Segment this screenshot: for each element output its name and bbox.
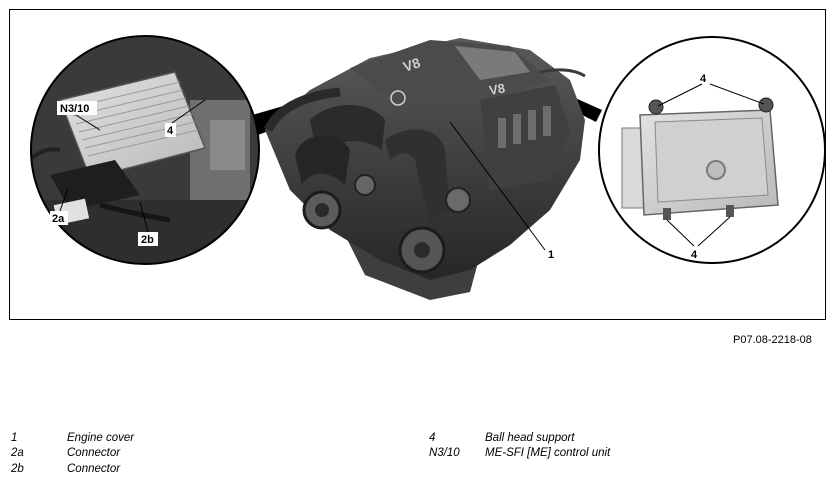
legend-desc: Ball head support	[485, 432, 575, 444]
engine: V8 V8	[263, 38, 586, 300]
detail-circle-right: 4 4	[598, 36, 826, 264]
callout-1-leader	[449, 121, 546, 251]
legend-desc: Connector	[67, 447, 121, 459]
svg-text:V8: V8	[401, 54, 422, 75]
callout-2b: 2b	[141, 234, 154, 246]
svg-text:V8: V8	[488, 80, 506, 98]
legend-key: 2a	[11, 447, 24, 459]
callout-1: 1	[548, 249, 554, 261]
callout-n310: N3/10	[60, 103, 89, 115]
callout-4-left: 4	[167, 125, 174, 137]
legend-desc: ME-SFI [ME] control unit	[485, 447, 611, 459]
figure-id: P07.08-2218-08	[733, 334, 812, 346]
legend-key: N3/10	[429, 447, 460, 459]
engine-illustration: V8 V8	[30, 35, 826, 300]
callout-4-top: 4	[700, 73, 707, 85]
legend-desc: Engine cover	[67, 432, 135, 444]
callout-4-bottom: 4	[691, 249, 698, 261]
illustration-frame: V8 V8	[9, 9, 826, 320]
detail-circle-left: N3/10 4 2a 2b	[30, 35, 260, 265]
legend-desc: Connector	[67, 463, 121, 475]
legend-key: 1	[11, 432, 18, 444]
legend-key: 2b	[11, 463, 24, 475]
callout-2a: 2a	[52, 213, 65, 225]
legend-key: 4	[429, 432, 436, 444]
